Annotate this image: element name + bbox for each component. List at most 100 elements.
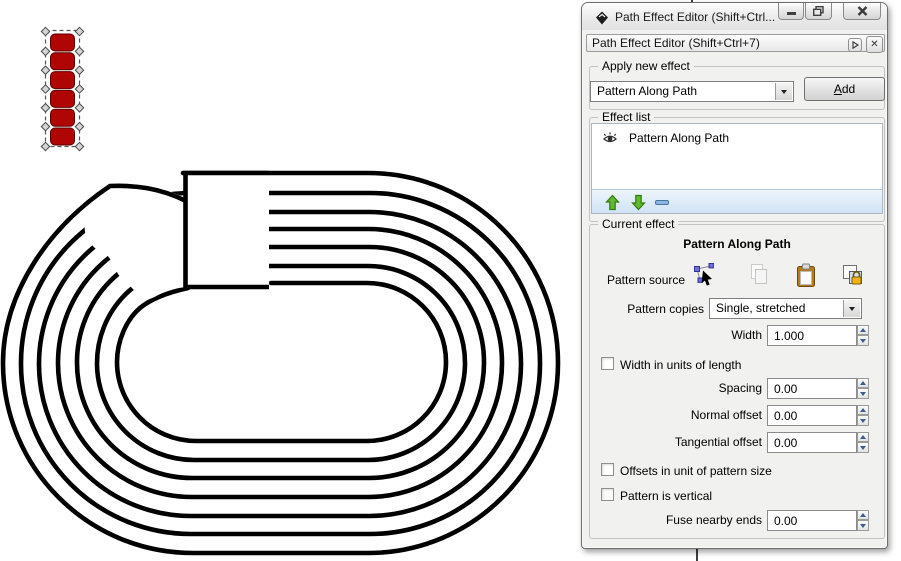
group-label: Apply new effect xyxy=(598,59,694,73)
spinner-up-icon xyxy=(860,381,866,385)
minimize-icon xyxy=(786,12,796,15)
dropdown-button[interactable] xyxy=(843,300,860,317)
effect-list-toolbar xyxy=(591,189,883,214)
close-icon: ✕ xyxy=(870,39,879,50)
track-junction-rect xyxy=(183,170,269,290)
current-effect-group: Current effect xyxy=(589,217,885,539)
pattern-vertical-checkbox[interactable] xyxy=(601,488,614,501)
page-border-bottom xyxy=(696,549,698,561)
edit-nodes-icon xyxy=(694,263,714,286)
chevron-down-icon xyxy=(781,89,787,94)
pattern-copies-select[interactable]: Single, stretched xyxy=(709,298,862,319)
spinner-down-icon xyxy=(860,445,866,450)
effect-list[interactable]: Pattern Along Path xyxy=(591,123,883,189)
effect-item-label: Pattern Along Path xyxy=(629,131,730,145)
new-effect-select[interactable]: Pattern Along Path xyxy=(590,81,794,102)
panel-menu-button[interactable] xyxy=(848,38,862,52)
tangential-offset-input[interactable]: 0.00 xyxy=(767,432,857,453)
spinner-up-icon xyxy=(860,408,866,412)
node-handles[interactable] xyxy=(40,26,85,152)
spinner-up-button[interactable] xyxy=(857,325,869,335)
width-units-checkbox[interactable] xyxy=(601,357,614,370)
link-pattern-button[interactable] xyxy=(839,261,865,289)
copy-pattern-button[interactable] xyxy=(745,261,771,289)
spinner-up-button[interactable] xyxy=(857,432,869,442)
spinner-up-button[interactable] xyxy=(857,510,869,520)
spinner-down-button[interactable] xyxy=(857,520,869,531)
minus-icon xyxy=(655,199,669,205)
pattern-source-label: Pattern source xyxy=(607,273,686,287)
track-outer-loop xyxy=(0,170,561,556)
pattern-copies-value: Single, stretched xyxy=(716,301,806,315)
page-border-top xyxy=(691,0,693,3)
panel-close-button[interactable]: ✕ xyxy=(866,36,883,53)
width-units-label: Width in units of length xyxy=(620,358,742,372)
apply-new-effect-group: Apply new effect xyxy=(589,59,885,110)
current-effect-title: Pattern Along Path xyxy=(683,237,791,251)
edit-on-canvas-button[interactable] xyxy=(692,261,718,289)
fuse-ends-label: Fuse nearby ends xyxy=(665,513,762,527)
pattern-copies-label: Pattern copies xyxy=(627,302,704,316)
right-arrow-icon xyxy=(851,41,859,49)
arrow-up-icon xyxy=(604,194,620,210)
spacing-spinner xyxy=(857,378,869,399)
restore-icon xyxy=(813,6,824,16)
minimize-button[interactable] xyxy=(778,3,804,20)
normal-offset-label: Normal offset xyxy=(690,408,762,422)
spinner-down-button[interactable] xyxy=(857,335,869,346)
spinner-up-button[interactable] xyxy=(857,405,869,415)
move-effect-down-button[interactable] xyxy=(629,192,647,212)
inkscape-logo-icon xyxy=(596,11,608,25)
paste-clipboard-icon xyxy=(797,263,815,287)
tangential-offset-label: Tangential offset xyxy=(674,435,762,449)
pattern-source-object[interactable] xyxy=(40,26,85,152)
normal-offset-spinner xyxy=(857,405,869,426)
offsets-units-checkbox[interactable] xyxy=(601,463,614,476)
window-titlebar[interactable]: Path Effect Editor (Shift+Ctrl... xyxy=(582,3,887,30)
effect-list-item[interactable]: Pattern Along Path xyxy=(592,127,882,149)
paste-pattern-button[interactable] xyxy=(793,261,819,289)
spiral-pinch-cover xyxy=(84,183,186,300)
path-effect-editor-window: Path Effect Editor (Shift+Ctrl... Path E… xyxy=(581,2,888,549)
drawing-canvas[interactable] xyxy=(0,0,580,561)
pattern-vertical-label: Pattern is vertical xyxy=(620,489,713,503)
group-label: Effect list xyxy=(598,110,655,124)
spinner-down-icon xyxy=(860,418,866,423)
effect-list-group: Effect list xyxy=(589,110,885,222)
link-lock-icon xyxy=(842,265,862,285)
restore-button[interactable] xyxy=(805,3,832,20)
copy-icon xyxy=(751,264,767,284)
track-rings xyxy=(18,190,543,537)
spacing-label: Spacing xyxy=(718,381,762,395)
track-inner-ring xyxy=(114,280,449,444)
dropdown-button[interactable] xyxy=(775,83,792,100)
width-spinner xyxy=(857,325,869,346)
spinner-up-icon xyxy=(860,435,866,439)
spacing-input[interactable]: 0.00 xyxy=(767,378,857,399)
spinner-down-icon xyxy=(860,523,866,528)
spinner-up-icon xyxy=(860,513,866,517)
fuse-ends-input[interactable]: 0.00 xyxy=(767,510,857,531)
group-label: Current effect xyxy=(598,217,679,231)
visibility-eye-icon[interactable] xyxy=(602,131,618,145)
arrow-down-icon xyxy=(630,194,646,210)
move-effect-up-button[interactable] xyxy=(603,192,621,212)
spinner-down-button[interactable] xyxy=(857,388,869,399)
spinner-down-button[interactable] xyxy=(857,442,869,453)
normal-offset-input[interactable]: 0.00 xyxy=(767,405,857,426)
spinner-up-button[interactable] xyxy=(857,378,869,388)
spinner-down-button[interactable] xyxy=(857,415,869,426)
close-button[interactable] xyxy=(843,3,881,20)
chevron-down-icon xyxy=(849,306,855,311)
spinner-down-icon xyxy=(860,391,866,396)
width-input[interactable]: 1.000 xyxy=(767,325,857,346)
width-label: Width xyxy=(731,328,762,342)
add-effect-button[interactable]: Add xyxy=(804,77,885,101)
panel-header[interactable]: Path Effect Editor (Shift+Ctrl+7) xyxy=(586,34,885,52)
tangential-offset-spinner xyxy=(857,432,869,453)
selected-effect: Pattern Along Path xyxy=(597,84,698,98)
pattern-squares xyxy=(50,33,75,146)
remove-effect-button[interactable] xyxy=(653,192,671,212)
offsets-units-label: Offsets in unit of pattern size xyxy=(620,464,772,478)
